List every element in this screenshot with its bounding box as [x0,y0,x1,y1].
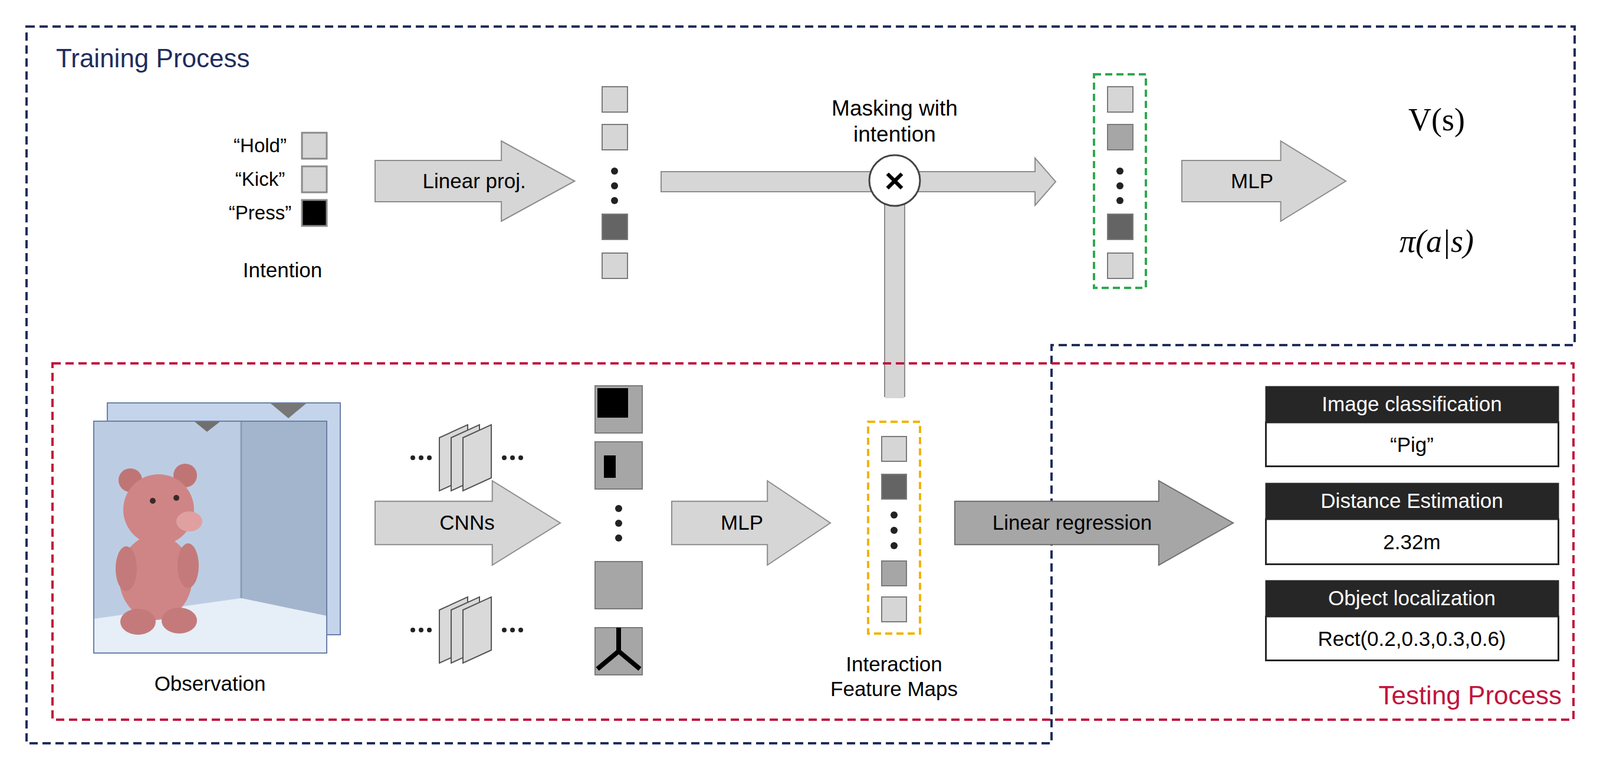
task-box: Distance Estimation 2.32m [1265,482,1560,565]
math-label: V(s) [1408,102,1465,138]
ellipsis-dot [1116,182,1124,190]
task-box: Image classification “Pig” [1265,385,1560,468]
node-text: MLP [720,510,764,535]
node-text: MLP [1230,168,1274,194]
node-text: Observation [154,671,266,696]
masked-vector [1093,74,1146,288]
ellipsis-dot [615,534,623,542]
vector-cell [602,214,628,240]
dashed-frame [1093,74,1146,288]
vector-cell [1107,124,1133,150]
vector-cell [602,253,628,279]
vector-cell [1107,86,1133,113]
cnn-arrow: CNNs [374,479,562,567]
feature-map [595,627,643,675]
node-text: Masking with intention [806,95,984,149]
node-text: “Press” [228,201,292,225]
ellipsis-dot [610,167,619,175]
cnn-layer-icon [410,424,524,491]
feature-bar-connector [894,180,896,399]
vector-cell [1107,214,1133,240]
ellipsis-dot [1116,167,1124,175]
vector-cell [1107,253,1133,279]
ellipsis-dot [610,196,619,205]
node-text: “Pig” [1390,432,1434,458]
ellipsis-dot [1116,196,1124,205]
node-text: CNNs [439,510,495,535]
node-text: Linear proj. [422,168,527,194]
task-box: Object localizationRect(0.2,0.3,0.3,0.6) [1265,579,1560,662]
mlp-arrow: MLP [671,479,832,567]
feature-map [595,441,643,489]
cnn-feature-maps [595,385,643,675]
projection-arrow: Linear proj. [374,139,576,223]
node-text: Object localization [1328,585,1496,611]
node-text: Rect(0.2,0.3,0.3,0.6) [1317,626,1506,652]
node-text: Testing Process [1378,679,1562,712]
ellipsis-dot [615,519,623,527]
intention-vector: “Hold” “Kick” “Press” Intention [224,126,337,287]
masking-bar-arrow [661,158,1056,206]
math-label: π(a|s) [1399,224,1474,259]
feature-vector-outline [866,420,922,635]
node-text: 2.32m [1382,529,1441,555]
vector-cell [602,86,628,113]
node-text: × [884,159,905,202]
node-text: “Kick” [235,167,285,192]
feature-map [595,385,643,433]
ellipsis-dot [610,182,619,190]
ellipsis-dot [615,504,623,512]
cnn-layer-icon [410,596,524,663]
node-text: Linear regression [992,510,1152,535]
node-text: Distance Estimation [1320,488,1503,514]
regression-arrow: Linear regression [954,479,1235,567]
mlp-arrow: MLP [1181,139,1347,223]
projected-vector [602,86,628,279]
masking-operator: Masking with intention × [779,88,1010,208]
node-text: Interaction Feature Maps [817,651,971,702]
observation-image: Observation [93,421,327,653]
node-text: Intention [242,257,323,283]
node-text: Image classification [1321,391,1502,417]
feature-vector: Interaction Feature Maps [866,420,922,635]
vector-cell [602,124,628,150]
observation-image-outline [93,421,327,653]
node-text: “Hold” [233,133,287,158]
feature-map [595,561,643,609]
node-text: Training Process [56,43,251,75]
